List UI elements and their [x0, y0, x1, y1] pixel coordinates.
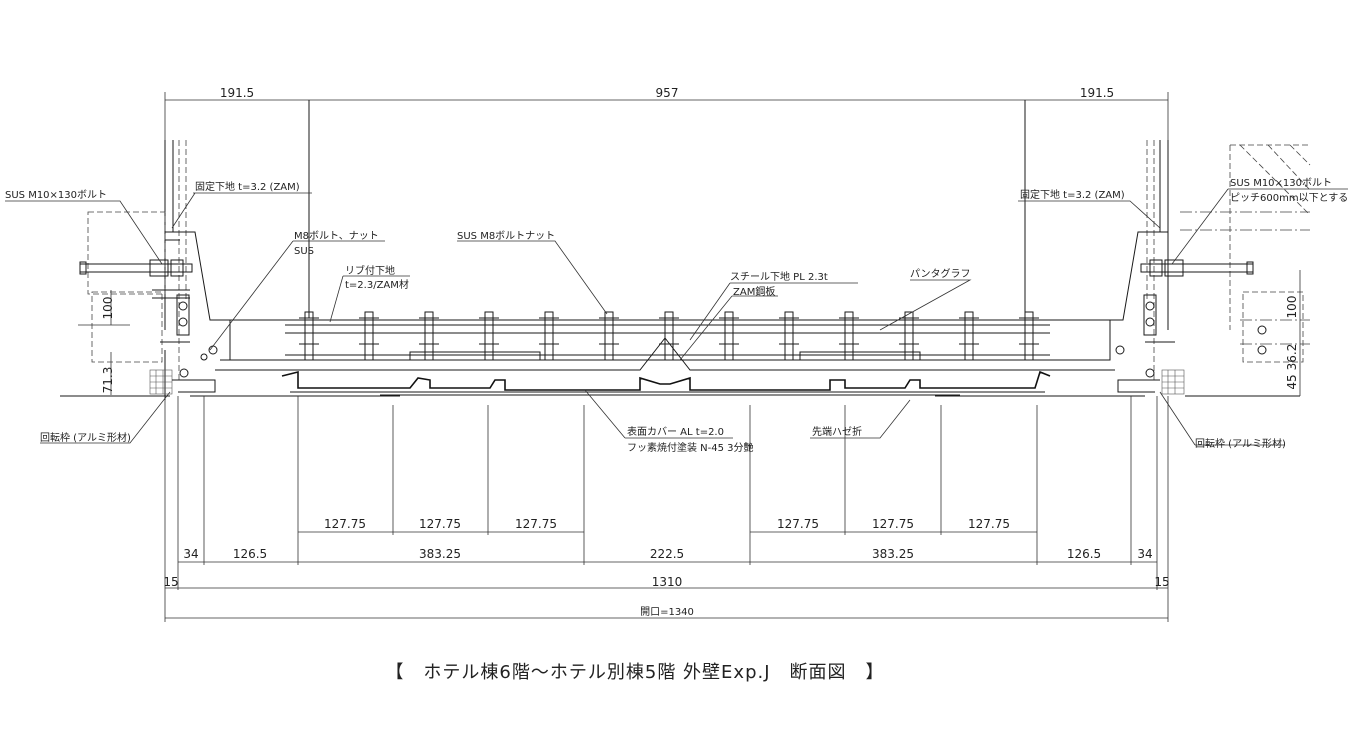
dim-sub-left-1: 127.75 [324, 517, 366, 531]
dim-top-left: 191.5 [220, 86, 254, 100]
dim-main-3: 383.25 [419, 547, 461, 561]
label-pantograph: パンタグラフ [910, 267, 971, 280]
label-sus-bolt-right: SUS M10×130ボルト [1230, 177, 1332, 189]
dim-main-6: 126.5 [1067, 547, 1101, 561]
label-fixed-base-left: 固定下地 t=3.2 (ZAM) [195, 180, 300, 193]
dim-top-right: 191.5 [1080, 86, 1114, 100]
label-m8-bolt-nut: M8ボルト、ナット [294, 230, 379, 242]
dim-right-36: 36.2 [1285, 344, 1299, 371]
opening-dimension-line: 開口=1340 [165, 606, 1168, 619]
label-pitch: ピッチ600mm以下とする [1230, 192, 1348, 204]
label-sus: SUS [294, 246, 314, 257]
dim-sub-right-3: 127.75 [968, 517, 1010, 531]
dim-opening: 開口=1340 [640, 606, 694, 618]
label-zam-plate: ZAM鋼板 [733, 285, 775, 298]
dim-main-1: 34 [183, 547, 198, 561]
dim-main-5: 383.25 [872, 547, 914, 561]
label-fixed-base-right: 固定下地 t=3.2 (ZAM) [1020, 188, 1125, 201]
label-sus-bolt-left: SUS M10×130ボルト [5, 189, 107, 201]
dim-main-4: 222.5 [650, 547, 684, 561]
right-wall-structure [935, 140, 1311, 397]
span-dimension-line: 15 1310 15 [163, 575, 1169, 589]
label-ribbed-base-2: t=2.3/ZAM材 [345, 278, 409, 291]
leader-lines [5, 188, 1348, 446]
dim-main-2: 126.5 [233, 547, 267, 561]
dim-sub-left-3: 127.75 [515, 517, 557, 531]
side-dimensions: 100 71.3 100 36.2 45 [101, 296, 1299, 394]
label-cover-2: フッ素焼付塗装 N-45 3分艶 [627, 441, 754, 454]
annotations: SUS M10×130ボルト 固定下地 t=3.2 (ZAM) M8ボルト、ナッ… [5, 177, 1348, 454]
sub-dimension-line: 127.75 127.75 127.75 127.75 127.75 127.7… [298, 517, 1037, 533]
dim-right-45: 45 [1285, 374, 1299, 389]
dim-span-right-gap: 15 [1154, 575, 1169, 589]
bolt-row [299, 311, 1039, 361]
dim-span: 1310 [652, 575, 683, 589]
dim-sub-right-2: 127.75 [872, 517, 914, 531]
dim-span-left-gap: 15 [163, 575, 178, 589]
main-dimension-line: 34 126.5 383.25 222.5 383.25 126.5 34 [178, 547, 1157, 563]
dim-main-7: 34 [1137, 547, 1152, 561]
dim-sub-left-2: 127.75 [419, 517, 461, 531]
dim-left-71: 71.3 [101, 367, 115, 394]
extension-lines [164, 396, 1169, 622]
label-cover-1: 表面カバー AL t=2.0 [627, 425, 724, 438]
label-sus-m8: SUS M8ボルトナット [457, 230, 555, 242]
dim-right-100: 100 [1285, 296, 1299, 319]
dim-top-center: 957 [656, 86, 679, 100]
label-rotating-frame-right: 回転枠 (アルミ形材) [1195, 437, 1286, 450]
label-tip-seam: 先端ハゼ折 [812, 425, 862, 438]
label-ribbed-base-1: リブ付下地 [345, 264, 395, 277]
surface-cover [281, 370, 1051, 396]
top-dimension-line: 191.5 957 191.5 [164, 86, 1169, 318]
label-rotating-frame-left: 回転枠 (アルミ形材) [40, 431, 131, 444]
dim-left-100: 100 [101, 297, 115, 320]
drawing-title: 【 ホテル棟6階～ホテル別棟5階 外壁Exp.J 断面図 】 [385, 662, 884, 683]
label-steel-base: スチール下地 PL 2.3t [730, 270, 828, 283]
dim-sub-right-1: 127.75 [777, 517, 819, 531]
left-wall-structure [60, 140, 400, 400]
